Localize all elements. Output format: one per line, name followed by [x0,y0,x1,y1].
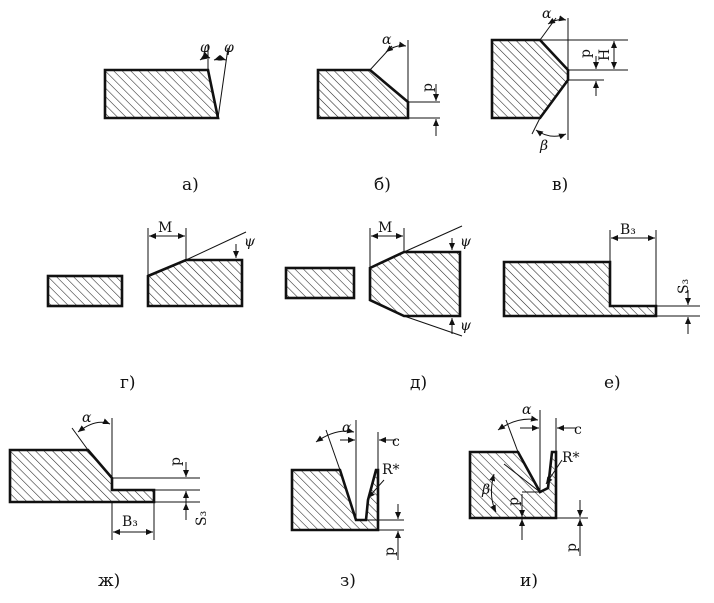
plate-a [103,68,220,120]
alpha-symbol: α [382,32,392,48]
sz-symbol: S₃ [194,511,210,526]
caption-d: д) [410,373,427,393]
plate-z [290,468,380,532]
figure-d: M ψ ψ д) [284,220,472,393]
leader-arrow [545,459,563,485]
figure-i: α c R* β p p и) [468,402,588,591]
phi-symbol: φ [200,40,210,56]
psi-symbol: ψ [460,318,472,334]
bz-symbol: B₃ [620,222,636,238]
ref-line [505,419,519,453]
figure-z: α c R* p з) [290,420,404,591]
plate-right-g [146,258,244,308]
plate-right-d [368,250,462,318]
caption-z: з) [340,571,356,591]
ref-line [185,231,247,261]
caption-i: и) [520,571,538,591]
ref-line [403,225,463,253]
figure-a: φ φ а) [103,40,234,195]
angle-arrow [547,15,567,25]
sz-symbol: S₃ [676,279,692,294]
caption-e: е) [604,373,621,393]
ref-line [71,427,89,451]
angle-arrow [497,415,539,431]
plate-e [502,260,658,318]
caption-zh: ж) [98,571,120,591]
caption-v: в) [552,175,568,195]
h-symbol: H [597,49,613,61]
caption-b: б) [374,175,391,195]
plate-v [490,38,570,120]
angle-arrow [489,473,497,513]
c-symbol: c [392,434,400,450]
alpha-symbol: α [542,6,552,22]
beta-symbol: β [481,482,490,498]
ref-line [503,463,541,493]
psi-symbol: ψ [244,234,256,250]
angle-arrow [315,427,355,443]
figure-v: α β p H в) [490,6,628,195]
c-symbol: c [574,422,582,438]
ref-line [325,429,341,471]
p-symbol: p [382,547,398,556]
plate-left-d [284,266,356,300]
plate-b [316,68,410,120]
angle-arrow [535,129,567,140]
phi-symbol: φ [224,40,234,56]
p-symbol: p [506,497,522,506]
figure-zh: α p S₃ B₃ ж) [8,410,210,591]
caption-g: г) [120,373,136,393]
m-symbol: M [158,220,172,236]
ref-line [403,315,463,337]
leader-arrow [367,479,385,499]
m-symbol: M [378,220,392,236]
beta-symbol: β [539,138,548,154]
angle-arrow [77,418,111,433]
angle-arrow [213,54,227,61]
plate-zh [8,448,156,504]
figure-b: α p б) [316,32,440,195]
p-symbol: p [564,543,580,552]
ref-line [217,47,229,119]
alpha-symbol: α [522,402,532,418]
alpha-symbol: α [342,420,352,436]
plate-left-g [46,274,124,308]
figure-g: M ψ г) [46,220,256,393]
caption-a: а) [182,175,199,195]
r-star-symbol: R* [382,462,400,478]
p-symbol: p [420,83,436,92]
alpha-symbol: α [82,410,92,426]
p-symbol: p [168,457,184,466]
figure-e: B₃ S₃ е) [502,222,700,393]
r-star-symbol: R* [562,450,580,466]
p-symbol: p [578,49,594,58]
angle-arrow [199,52,211,61]
bz-symbol: B₃ [122,514,138,530]
ref-line [531,117,541,135]
psi-symbol: ψ [460,234,472,250]
angle-arrow [385,41,407,53]
